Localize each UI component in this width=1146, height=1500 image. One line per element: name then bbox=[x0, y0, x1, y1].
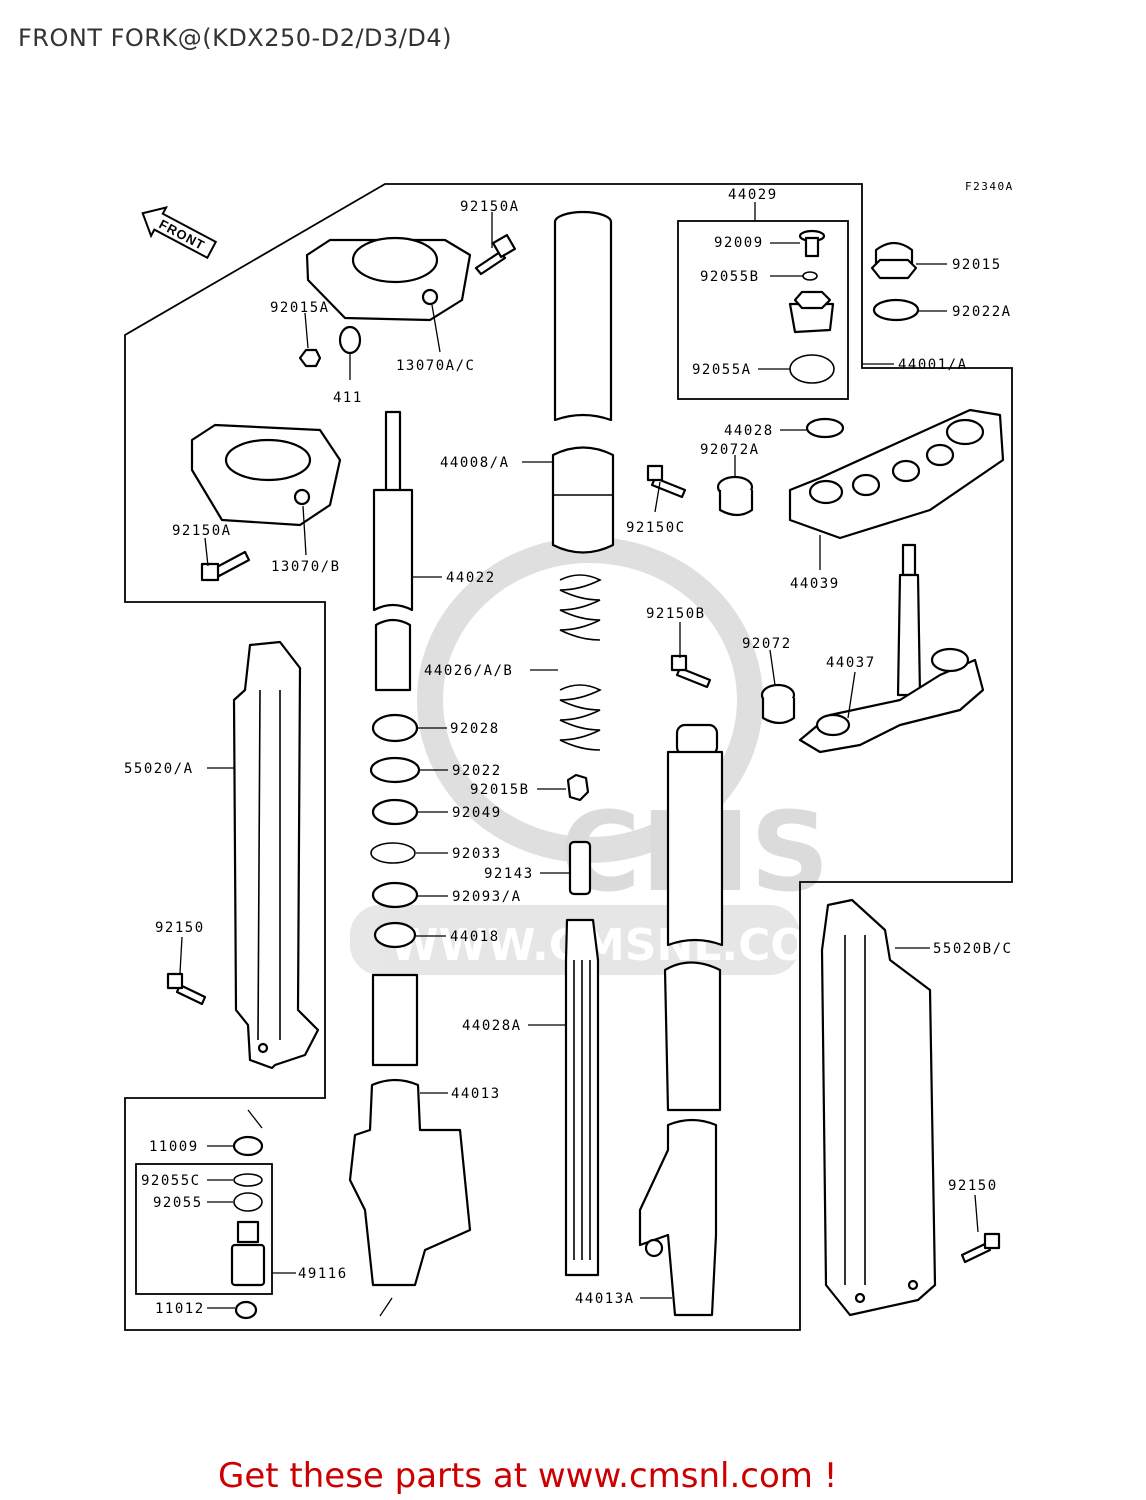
label-44039: 44039 bbox=[790, 576, 840, 592]
watermark-url: WWW.CMSNL.COM bbox=[390, 920, 852, 971]
label-55020BC: 55020B/C bbox=[933, 941, 1012, 957]
fork-guard-55020a bbox=[232, 640, 320, 1070]
label-92022A: 92022A bbox=[952, 304, 1012, 320]
part-labels: 92150A 92015A 411 13070A/C 92150A 13070/… bbox=[124, 187, 1012, 1317]
collar-92072 bbox=[760, 683, 796, 725]
label-92072A: 92072A bbox=[700, 442, 760, 458]
bolt-92150a-lower bbox=[200, 550, 251, 582]
bolt-92150-left bbox=[166, 972, 207, 1006]
label-44026AB: 44026/A/B bbox=[424, 663, 513, 679]
cap-bolt bbox=[788, 290, 835, 334]
seal-92093a bbox=[371, 881, 419, 909]
label-13070B: 13070/B bbox=[271, 559, 341, 575]
label-44008A: 44008/A bbox=[440, 455, 510, 471]
washer-44028 bbox=[805, 417, 845, 439]
label-92150: 92150 bbox=[155, 920, 205, 936]
label-92150B: 92150B bbox=[646, 606, 706, 622]
nut-92015b bbox=[566, 773, 590, 802]
nut-11012 bbox=[234, 1300, 258, 1320]
steering-stem-44037 bbox=[798, 543, 985, 754]
label-44028A: 44028A bbox=[462, 1018, 522, 1034]
label-92150-2: 92150 bbox=[948, 1178, 998, 1194]
label-44018: 44018 bbox=[450, 929, 500, 945]
label-92033: 92033 bbox=[452, 846, 502, 862]
washer-92022a bbox=[872, 298, 920, 322]
label-92028: 92028 bbox=[450, 721, 500, 737]
seal-92049 bbox=[371, 798, 419, 826]
label-92049: 92049 bbox=[452, 805, 502, 821]
outer-tube-44013 bbox=[348, 973, 472, 1287]
label-92009: 92009 bbox=[714, 235, 764, 251]
label-92015: 92015 bbox=[952, 257, 1002, 273]
oring-92055b bbox=[802, 271, 818, 281]
label-92022: 92022 bbox=[452, 763, 502, 779]
gasket-11009 bbox=[232, 1135, 264, 1157]
right-fork-44013a bbox=[638, 723, 724, 1317]
page-title: FRONT FORK@(KDX250-D2/D3/D4) bbox=[18, 24, 452, 52]
collar-92072a bbox=[716, 475, 754, 517]
label-11009: 11009 bbox=[149, 1139, 199, 1155]
upper-clamp-13070a bbox=[305, 236, 472, 322]
spacer-92143 bbox=[568, 840, 592, 896]
damper-rod-44022 bbox=[372, 410, 414, 692]
ring-92022 bbox=[369, 756, 421, 784]
label-92150A: 92150A bbox=[460, 199, 520, 215]
label-92093A: 92093/A bbox=[452, 889, 522, 905]
bushing-44018 bbox=[373, 921, 417, 949]
assembly-frame bbox=[124, 183, 1013, 1331]
label-92055A: 92055A bbox=[692, 362, 752, 378]
label-92150C: 92150C bbox=[626, 520, 686, 536]
label-92015B: 92015B bbox=[470, 782, 530, 798]
label-92055B: 92055B bbox=[700, 269, 760, 285]
oring-92055a bbox=[789, 354, 835, 384]
spring-44026 bbox=[559, 574, 602, 751]
leader-lines bbox=[179, 202, 979, 1317]
oring-92055c bbox=[233, 1173, 263, 1187]
collar-92028 bbox=[371, 713, 419, 743]
washer-411 bbox=[338, 325, 362, 355]
label-11012: 11012 bbox=[155, 1301, 205, 1317]
label-55020A: 55020/A bbox=[124, 761, 194, 777]
upper-bracket-44039 bbox=[788, 408, 1005, 540]
label-44013A: 44013A bbox=[575, 1291, 635, 1307]
label-92015A: 92015A bbox=[270, 300, 330, 316]
screw-92009 bbox=[798, 229, 826, 258]
slider-tube-44028a bbox=[564, 918, 600, 1277]
front-arrow-icon: FRONT bbox=[141, 206, 218, 260]
cap-assembly-box bbox=[677, 220, 849, 400]
bolt-92150b bbox=[670, 654, 712, 689]
label-92055C: 92055C bbox=[141, 1173, 201, 1189]
valve-assembly-box bbox=[135, 1163, 273, 1295]
label-44037: 44037 bbox=[826, 655, 876, 671]
nut-92015a bbox=[298, 348, 322, 368]
bolt-92150-right bbox=[960, 1232, 1001, 1264]
label-92150A-2: 92150A bbox=[172, 523, 232, 539]
clip-92033 bbox=[370, 842, 416, 864]
label-92143: 92143 bbox=[484, 866, 534, 882]
bolt-92150c bbox=[646, 464, 687, 499]
fork-guard-55020bc bbox=[820, 898, 937, 1317]
valve-49116 bbox=[230, 1220, 266, 1287]
promo-link-text[interactable]: Get these parts at www.cmsnl.com ! bbox=[218, 1456, 837, 1496]
cap-nut-92015 bbox=[870, 241, 918, 280]
oring-92055 bbox=[233, 1192, 263, 1212]
label-49116: 49116 bbox=[298, 1266, 348, 1282]
bolt-92150a-top bbox=[474, 233, 517, 276]
label-92055: 92055 bbox=[153, 1195, 203, 1211]
label-13070AC: 13070A/C bbox=[396, 358, 475, 374]
label-44029: 44029 bbox=[728, 187, 778, 203]
inner-tube-44008 bbox=[551, 210, 615, 554]
label-44022: 44022 bbox=[446, 570, 496, 586]
watermark: CMS WWW.CMSNL.COM bbox=[350, 537, 852, 975]
label-411: 411 bbox=[333, 390, 363, 406]
diagram-code: F2340A bbox=[965, 180, 1014, 193]
label-44001A: 44001/A bbox=[898, 357, 968, 373]
label-92072: 92072 bbox=[742, 636, 792, 652]
label-44028: 44028 bbox=[724, 423, 774, 439]
lower-clamp-13070b bbox=[190, 423, 342, 527]
label-44013: 44013 bbox=[451, 1086, 501, 1102]
